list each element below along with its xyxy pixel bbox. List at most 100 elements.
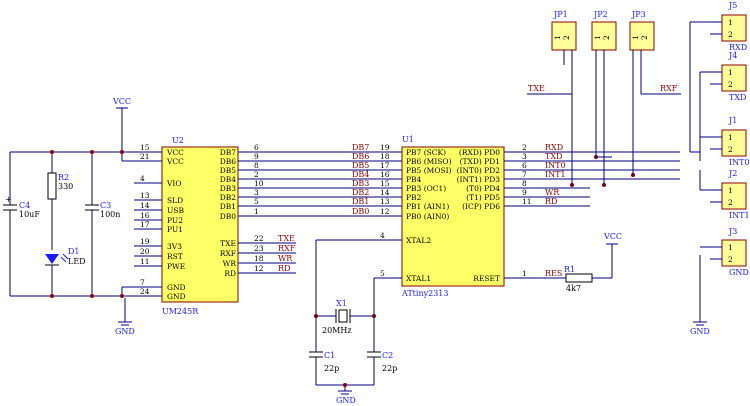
pin-number: 4 (380, 231, 385, 240)
svg-text:GND: GND (690, 327, 710, 336)
pin-number: 20 (140, 247, 150, 256)
net-txe: TXE (527, 50, 573, 185)
pin-name: (T0) PD4 (466, 184, 500, 193)
pin-2-label: 2 (728, 255, 733, 264)
header-net-label: INT0 (729, 158, 750, 167)
pin-name: PB6 (MISO) (406, 157, 452, 166)
pin-number: 16 (140, 211, 150, 220)
pin-name: PU1 (167, 225, 183, 234)
pin-1-label: 1 (631, 35, 640, 40)
svg-text:VCC: VCC (603, 232, 622, 241)
net-label: RD (545, 197, 557, 206)
pin-name: PB1 (AIN1) (406, 202, 449, 211)
pin-number: 9 (522, 188, 527, 197)
capacitor-c3: C3 100n (85, 152, 120, 296)
pin-name: PB5 (MOSI) (406, 166, 452, 175)
gnd-symbol-crystal: GND (316, 383, 374, 405)
svg-text:C3: C3 (100, 201, 111, 210)
pin-number: 17 (140, 220, 150, 229)
svg-text:D1: D1 (68, 247, 80, 256)
pin-number: 2 (254, 170, 259, 179)
pin-2-label: 2 (728, 145, 733, 154)
svg-text:TXE: TXE (528, 84, 545, 93)
pin-number: 12 (380, 207, 390, 216)
svg-text:4k7: 4k7 (566, 284, 581, 293)
pin-name: VCC (166, 148, 184, 157)
pin-name: PB0 (AIN0) (406, 212, 449, 221)
bus-line-db1: DB1 (276, 197, 372, 207)
bus-line-db3: DB3 (276, 179, 372, 189)
svg-text:330: 330 (58, 182, 73, 191)
pin-name: VCC (166, 157, 184, 166)
pin-name: RESET (473, 274, 500, 283)
net-rxf: RXF (640, 50, 681, 95)
net-label: TXE (278, 234, 295, 243)
pin-name: DB7 (220, 148, 237, 157)
net-label: INT1 (545, 170, 566, 179)
pin-2-label: 2 (640, 35, 649, 40)
pin-number: 10 (254, 179, 264, 188)
svg-text:+: + (5, 195, 12, 204)
capacitor-c4: + C4 10uF (3, 152, 40, 296)
pin-name: WR (223, 259, 237, 268)
bus-line-db5: DB5 (276, 161, 372, 171)
svg-text:UM245R: UM245R (162, 307, 199, 316)
pin-name: (INT0) PD2 (457, 166, 501, 175)
pin-name: DB5 (220, 166, 237, 175)
pin-number: 6 (254, 143, 259, 152)
pin-number: 12 (254, 264, 264, 273)
pin-name: XTAL2 (406, 236, 431, 245)
pin-number: 19 (140, 237, 150, 246)
svg-text:ATtiny2313: ATtiny2313 (401, 289, 448, 298)
pin-number: 24 (140, 287, 150, 296)
pin-number: 23 (254, 244, 264, 253)
pin-2-label: 2 (728, 80, 733, 89)
header-designator: J4 (728, 51, 737, 60)
net-label: RD (278, 264, 290, 273)
pin-1-label: 1 (728, 68, 733, 77)
pin-number: 9 (254, 152, 259, 161)
svg-text:C2: C2 (382, 351, 393, 360)
resistor-r1: VCC R1 4k7 (540, 232, 622, 293)
svg-text:R1: R1 (564, 265, 575, 274)
u1-pin-8: 8(T0) PD4 (466, 179, 590, 193)
pin-2-label: 2 (562, 35, 571, 40)
ic-u2: U2 UM245R 15VCC21VCC4VIO13SLD14USB16PU21… (134, 136, 276, 316)
pin-number: 16 (380, 170, 390, 179)
pin-name: RXF (220, 249, 236, 258)
pin-name: XTAL1 (406, 274, 431, 283)
pin-name: DB3 (220, 184, 237, 193)
bus-line-db2: DB2 (276, 188, 372, 198)
jumper-designator: JP1 (553, 10, 568, 19)
jumper-designator: JP2 (593, 10, 608, 19)
net-txe: TXE (276, 234, 296, 244)
pin-name: DB6 (220, 157, 237, 166)
pin-name: (INT1) PD3 (457, 175, 501, 184)
pin-number: 18 (380, 152, 390, 161)
